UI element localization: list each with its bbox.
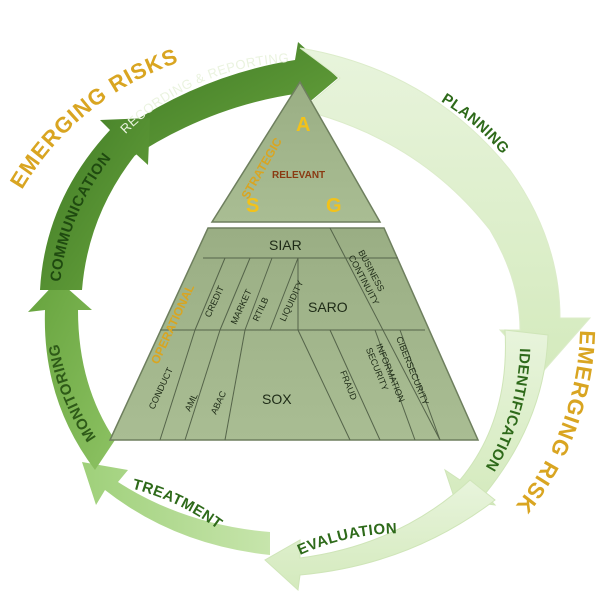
- identification-arrow: [444, 329, 549, 506]
- relevant-label: RELEVANT: [272, 170, 325, 181]
- evaluation-arrow: [264, 479, 496, 592]
- communication-arrow: [40, 118, 150, 290]
- letter-g: G: [326, 195, 342, 217]
- sox-label: SOX: [262, 391, 292, 407]
- siar-label: SIAR: [269, 237, 302, 253]
- letter-s: S: [246, 195, 259, 217]
- letter-a: A: [296, 114, 310, 136]
- strategic-triangle: [210, 80, 382, 223]
- pyramid-dividers: [159, 227, 441, 441]
- saro-label: SARO: [308, 299, 348, 315]
- monitoring-arrow: [28, 280, 115, 470]
- recording-reporting-arrow: [118, 42, 338, 160]
- treatment-arrow: [82, 462, 270, 555]
